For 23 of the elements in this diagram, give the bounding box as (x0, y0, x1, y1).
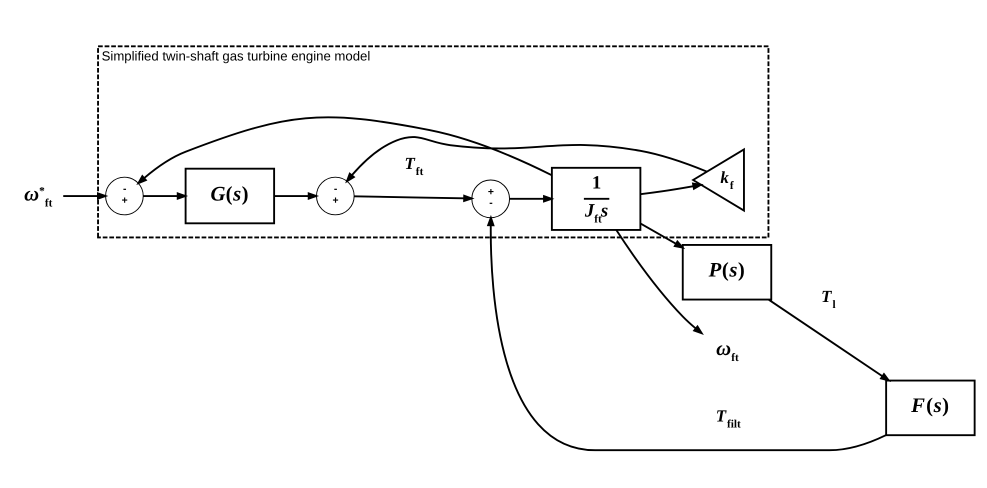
arrow (640, 222, 686, 248)
arrow (143, 192, 188, 200)
node-circle: - + (105, 176, 144, 215)
arrow (486, 214, 887, 451)
node-circle: - + (316, 176, 355, 215)
arrow (640, 182, 704, 195)
edge-label: T$_{filt}$ (716, 406, 741, 430)
node-box: F(s) (885, 379, 976, 436)
arrow (63, 192, 108, 200)
edge-label: T$_{l}$ (821, 286, 836, 310)
arrow (768, 298, 892, 382)
node-box: 1 J$_{ft}$s (550, 166, 642, 230)
node-box: P(s) (682, 244, 772, 300)
arrow (510, 194, 554, 202)
arrow (136, 116, 552, 185)
arrow (616, 229, 704, 335)
arrow (354, 194, 475, 202)
node-box: G(s) (184, 167, 276, 224)
arrow (345, 136, 708, 183)
node-text: ω$_{ft}$ (716, 337, 739, 364)
arrow (274, 192, 320, 200)
edge-label: T$_{ft}$ (404, 154, 424, 178)
node-circle: + - (471, 179, 510, 218)
